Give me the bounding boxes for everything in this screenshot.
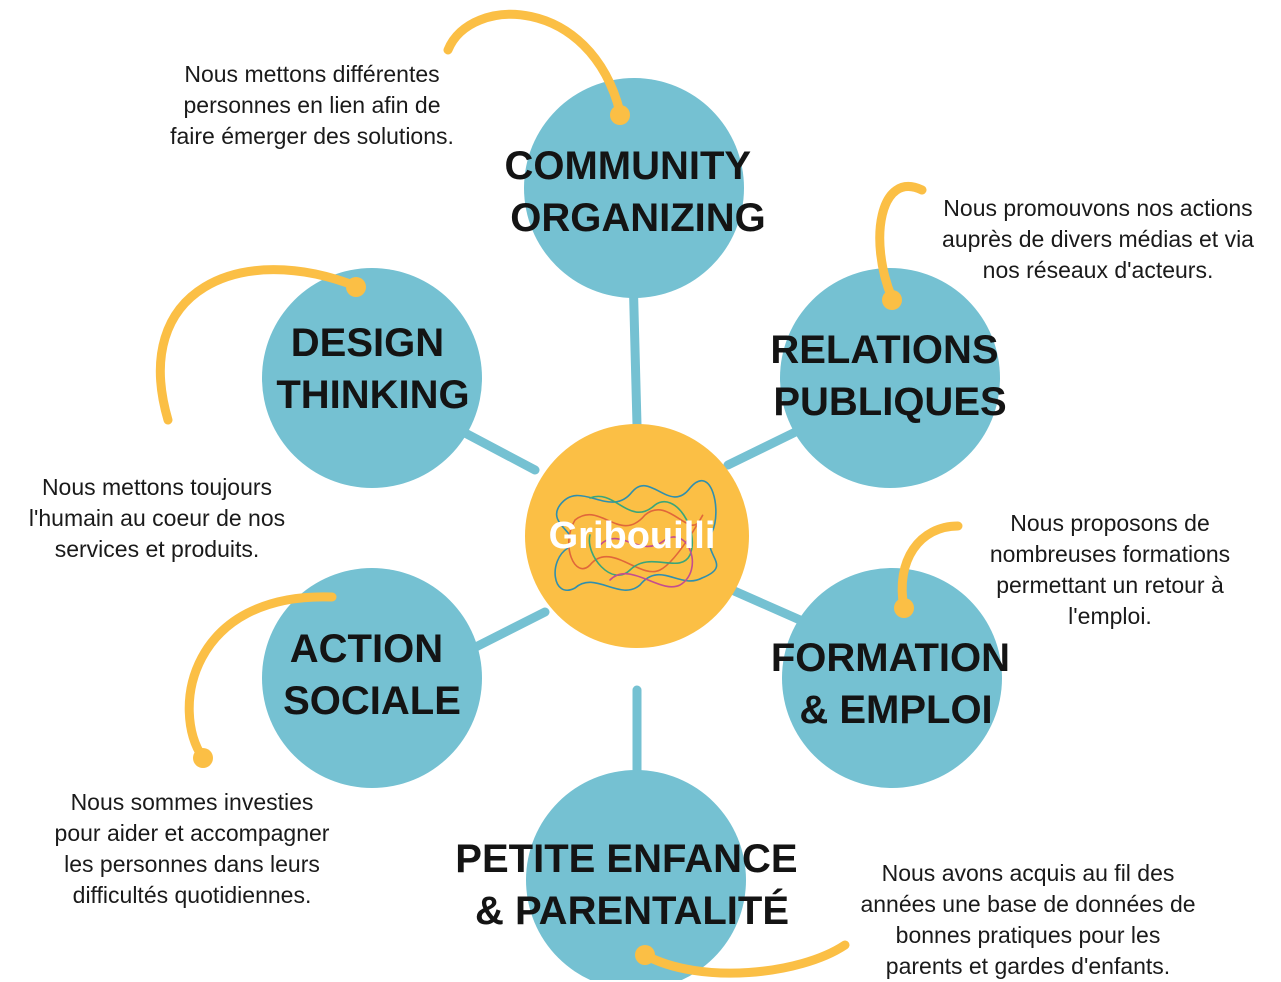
connectors <box>445 267 825 795</box>
circle-community-organizing <box>524 78 744 298</box>
description-relations-publiques: Nous promouvons nos actions auprès de di… <box>942 195 1254 283</box>
description-action-sociale: Nous sommes investies pour aider et acco… <box>54 789 330 908</box>
accent-dot-petite-enfance <box>635 945 655 965</box>
center-circle <box>525 424 749 648</box>
description-design-thinking: Nous mettons toujours l'humain au coeur … <box>28 474 286 562</box>
center-label: Gribouilli <box>549 515 716 557</box>
node-titles: COMMUNITY ORGANIZING RELATIONS PUBLIQUES… <box>276 144 1021 933</box>
title-design-thinking: DESIGN THINKING <box>276 321 469 417</box>
title-community-organizing: COMMUNITY ORGANIZING <box>504 144 765 240</box>
description-petite-enfance: Nous avons acquis au fil des années une … <box>860 860 1196 979</box>
title-formation-emploi: FORMATION & EMPLOI <box>771 636 1021 732</box>
node-circles <box>262 78 1002 980</box>
accent-curve-formation-emploi <box>897 521 963 613</box>
circle-relations-publiques <box>780 268 1000 488</box>
accent-dot-community-organizing <box>610 105 630 125</box>
circle-design-thinking <box>262 268 482 488</box>
circle-petite-enfance <box>526 770 746 980</box>
title-action-sociale: ACTION SOCIALE <box>283 627 461 723</box>
title-relations-publiques: RELATIONS PUBLIQUES <box>770 328 1009 424</box>
description-community-organizing: Nous mettons différentes personnes en li… <box>170 61 454 149</box>
accent-curve-petite-enfance <box>640 940 850 978</box>
accent-dots <box>193 105 914 965</box>
circle-formation-emploi <box>782 568 1002 788</box>
accent-curve-community-organizing <box>443 9 625 117</box>
accent-dot-formation-emploi <box>894 598 914 618</box>
accent-curve-design-thinking <box>155 265 363 425</box>
accent-dot-relations-publiques <box>882 290 902 310</box>
accent-dot-design-thinking <box>346 277 366 297</box>
accent-curve-relations-publiques <box>875 182 927 303</box>
center-node: Gribouilli <box>525 424 749 648</box>
description-formation-emploi: Nous proposons de nombreuses formations … <box>989 510 1231 629</box>
accent-curve-action-sociale <box>184 592 337 763</box>
accent-curves <box>155 9 963 978</box>
connector-formation-emploi <box>727 585 805 625</box>
title-petite-enfance: PETITE ENFANCE & PARENTALITÉ <box>455 837 808 933</box>
scribble-logo-icon <box>554 479 718 591</box>
circle-action-sociale <box>262 568 482 788</box>
accent-dot-action-sociale <box>193 748 213 768</box>
